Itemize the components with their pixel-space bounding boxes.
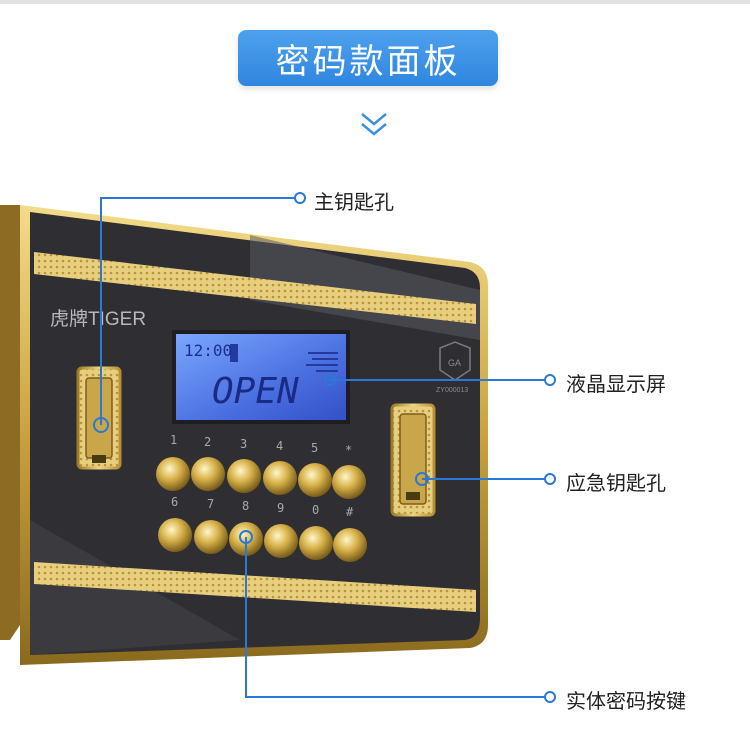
key-label-star: * <box>345 443 352 457</box>
callout-emergency-keyhole: 应急钥匙孔 <box>566 471 666 495</box>
key-label-5: 5 <box>311 441 318 455</box>
keypad-buttons <box>156 457 367 562</box>
key-label-7: 7 <box>207 497 214 511</box>
key-label-4: 4 <box>276 439 283 453</box>
key-label-6: 6 <box>171 495 178 509</box>
section-title: 密码款面板 <box>238 30 498 86</box>
chevron-down-icon <box>361 113 387 136</box>
callout-keypad: 实体密码按键 <box>566 689 686 713</box>
lcd-screen <box>176 334 346 420</box>
ga-badge-label: GA <box>448 358 461 368</box>
lcd-time: 12:00 <box>184 341 232 360</box>
callout-main-keyhole: 主钥匙孔 <box>314 190 394 214</box>
top-trim-band <box>34 252 476 324</box>
top-divider <box>0 0 750 4</box>
key-label-9: 9 <box>277 501 284 515</box>
key-label-3: 3 <box>240 437 247 451</box>
callout-lcd-screen: 液晶显示屏 <box>566 372 666 396</box>
lcd-status: OPEN <box>212 371 299 412</box>
ga-badge-code: ZY000013 <box>436 387 468 394</box>
key-label-8: 8 <box>242 499 249 513</box>
key-label-0: 0 <box>312 503 319 517</box>
key-label-hash: # <box>346 505 354 519</box>
brand-logo: 虎牌TIGER <box>50 308 146 330</box>
bottom-trim-band <box>34 562 476 612</box>
key-label-1: 1 <box>170 433 177 447</box>
key-label-2: 2 <box>204 435 211 449</box>
